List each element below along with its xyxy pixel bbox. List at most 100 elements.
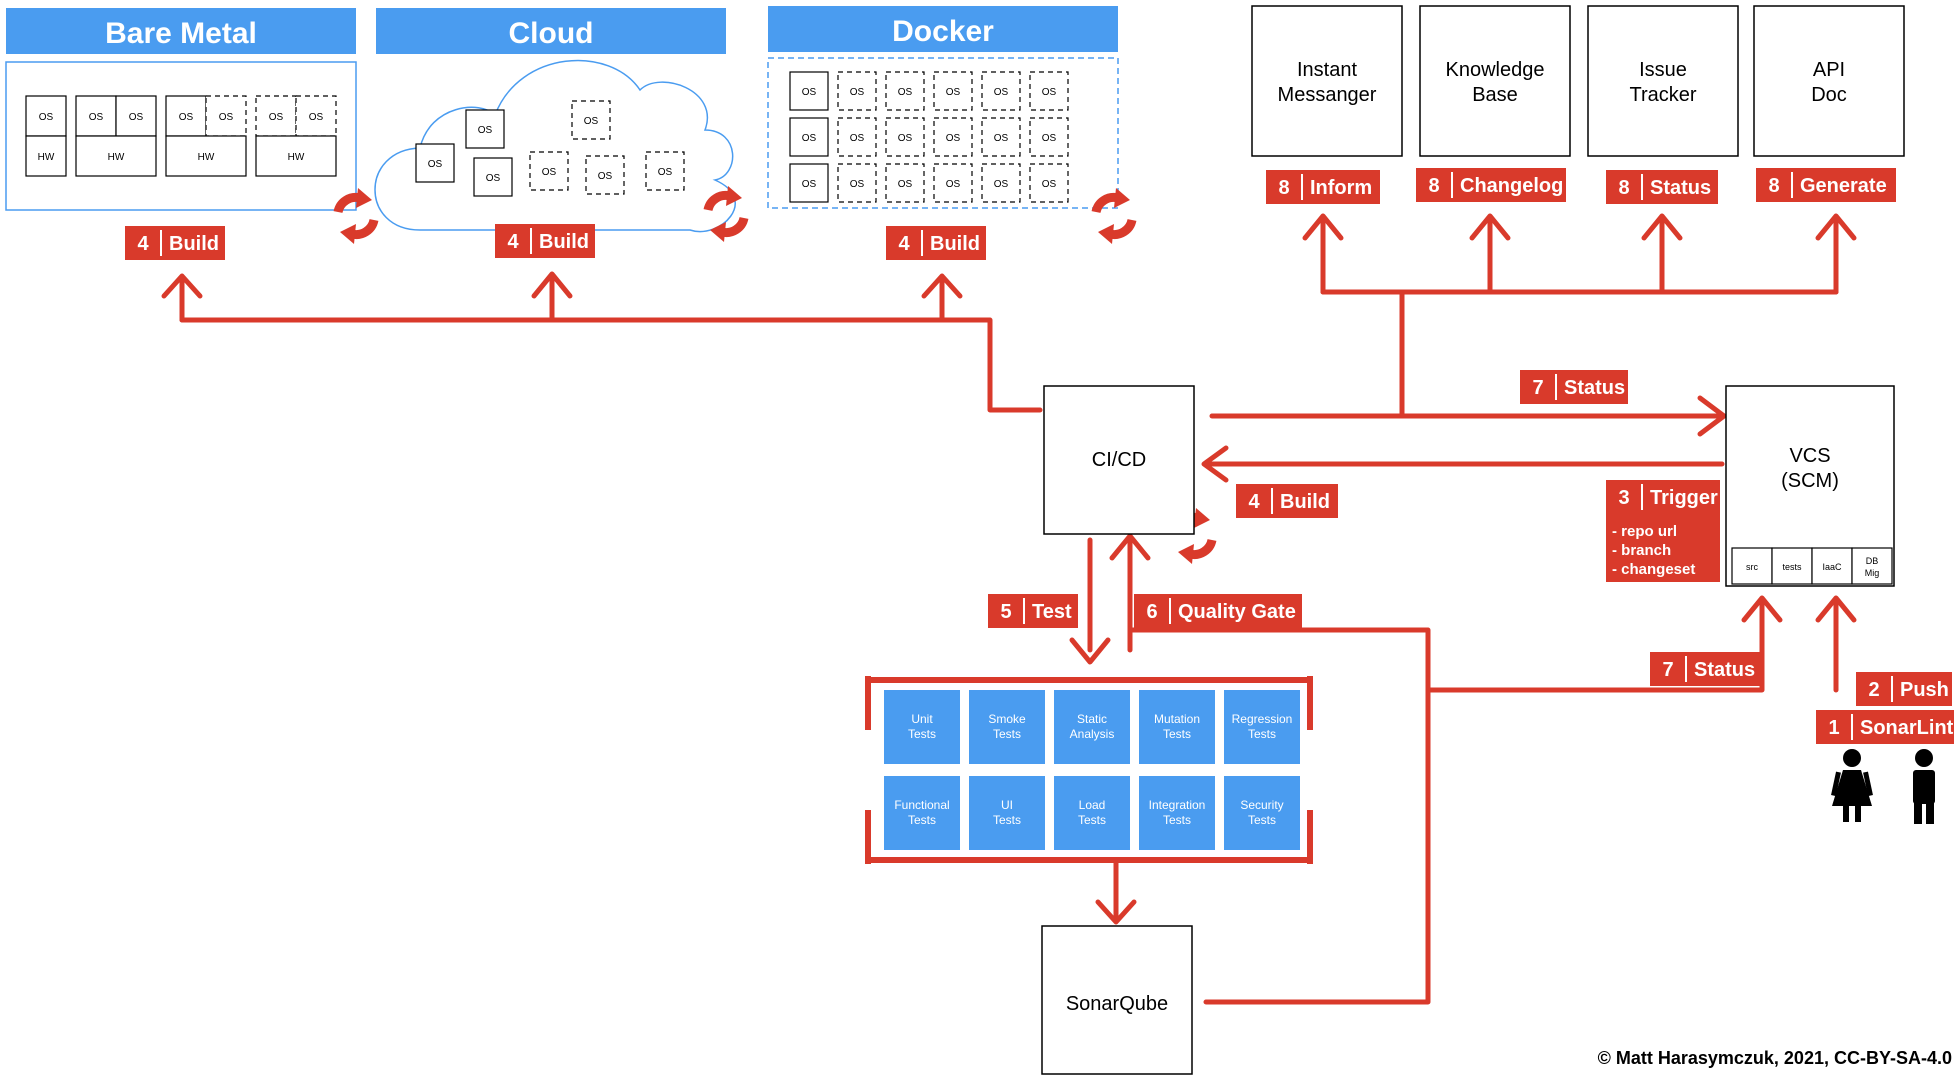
docker-container bbox=[933, 71, 973, 111]
os-label: OS bbox=[179, 112, 194, 123]
arrowhead-build-bare-metal bbox=[161, 273, 203, 299]
docker-title: Docker bbox=[892, 15, 994, 48]
cicd-label: CI/CD bbox=[1092, 449, 1146, 471]
arrowhead-trigger-cicd bbox=[1201, 445, 1229, 483]
os-label: OS bbox=[598, 171, 613, 182]
knowledge-base-label: Base bbox=[1472, 84, 1518, 106]
os-label: OS bbox=[39, 112, 54, 123]
step-label: Status bbox=[1694, 659, 1755, 681]
docker-container bbox=[933, 163, 973, 203]
instant-messenger-label: Messanger bbox=[1278, 84, 1377, 106]
step-label: SonarLint bbox=[1860, 717, 1954, 739]
os-label: OS bbox=[542, 167, 557, 178]
os-label: OS bbox=[898, 87, 913, 98]
person-woman-icon bbox=[1831, 749, 1873, 822]
inform-badge: 8 Inform bbox=[1266, 170, 1380, 204]
os-label: OS bbox=[898, 179, 913, 190]
os-label: OS bbox=[129, 112, 144, 123]
changelog-badge: 8 Changelog bbox=[1416, 168, 1566, 202]
step-number: 4 bbox=[137, 233, 149, 255]
vcs-part-tests: tests bbox=[1782, 562, 1802, 572]
step-number: 4 bbox=[1248, 491, 1260, 513]
issue-tracker-label: Issue bbox=[1639, 59, 1687, 81]
build-badge: 4 Build bbox=[125, 226, 225, 260]
docker-container bbox=[981, 117, 1021, 157]
quality-gate-bus bbox=[1127, 627, 1431, 1005]
os-label: OS bbox=[428, 159, 443, 170]
os-label: OS bbox=[802, 133, 817, 144]
smoke-tests-label: Smoke bbox=[988, 712, 1026, 726]
smoke-tests-label: Tests bbox=[993, 727, 1021, 741]
integration-tests-tile bbox=[1139, 776, 1215, 850]
security-tests-tile bbox=[1224, 776, 1300, 850]
step-number: 8 bbox=[1278, 177, 1289, 199]
mutation-tests-label: Tests bbox=[1163, 727, 1191, 741]
step-label: Generate bbox=[1800, 175, 1887, 197]
step-number: 8 bbox=[1618, 177, 1629, 199]
arrowhead-build-docker bbox=[921, 273, 963, 299]
ui-tests-tile bbox=[969, 776, 1045, 850]
vcs-part-iaac: IaaC bbox=[1822, 562, 1842, 572]
issue-tracker-label: Tracker bbox=[1629, 84, 1696, 106]
os-label: OS bbox=[478, 125, 493, 136]
docker-container bbox=[837, 163, 877, 203]
cloud-shape bbox=[374, 59, 736, 233]
vcs-part-mig: Mig bbox=[1865, 568, 1880, 578]
api-doc-label: Doc bbox=[1811, 84, 1847, 106]
step-label: Build bbox=[539, 231, 589, 253]
vcs-part-db: DB bbox=[1866, 556, 1879, 566]
step-label: Build bbox=[169, 233, 219, 255]
security-tests-label: Security bbox=[1240, 798, 1283, 812]
docker-container bbox=[1029, 71, 1069, 111]
status-line-sonar-vcs bbox=[1425, 599, 1765, 693]
bare-metal-environment: Bare Metal OS HW OS OS HW OS OS HW OS OS bbox=[5, 8, 357, 211]
connectors bbox=[161, 213, 1857, 1005]
arrowhead-status-sonar-vcs bbox=[1741, 595, 1783, 623]
trigger-detail-branch: - branch bbox=[1612, 542, 1671, 559]
load-tests-label: Tests bbox=[1078, 813, 1106, 827]
step-number: 5 bbox=[1000, 601, 1011, 623]
docker-container bbox=[885, 117, 925, 157]
step-label: Status bbox=[1650, 177, 1711, 199]
docker-container bbox=[933, 117, 973, 157]
cicd-box bbox=[1043, 385, 1195, 535]
arrowhead-build-cloud bbox=[531, 271, 573, 299]
static-analysis-label: Static bbox=[1077, 712, 1107, 726]
docker-container bbox=[1029, 163, 1069, 203]
arrowhead-push bbox=[1815, 595, 1857, 623]
regression-tests-tile bbox=[1224, 690, 1300, 764]
os-label: OS bbox=[850, 87, 865, 98]
step-label: Build bbox=[930, 233, 980, 255]
arrowhead-changelog bbox=[1469, 213, 1511, 241]
os-label: OS bbox=[89, 112, 104, 123]
step-label: Quality Gate bbox=[1178, 601, 1296, 623]
instant-messenger-label: Instant bbox=[1297, 59, 1357, 81]
load-tests-label: Load bbox=[1079, 798, 1106, 812]
step-number: 1 bbox=[1828, 717, 1839, 739]
hw-label: HW bbox=[108, 152, 125, 163]
arrowhead-test bbox=[1069, 637, 1111, 665]
docker-container bbox=[981, 71, 1021, 111]
docker-container bbox=[885, 163, 925, 203]
static-analysis-label: Analysis bbox=[1070, 727, 1115, 741]
regression-tests-label: Tests bbox=[1248, 727, 1276, 741]
trigger-details-box bbox=[1606, 514, 1720, 582]
docker-container bbox=[789, 71, 829, 111]
os-label: OS bbox=[898, 133, 913, 144]
unit-tests-tile bbox=[884, 690, 960, 764]
status-badge: 8 Status bbox=[1606, 170, 1718, 204]
vcs-label: VCS bbox=[1789, 445, 1830, 467]
step-label: Inform bbox=[1310, 177, 1372, 199]
integration-tests-label: Tests bbox=[1163, 813, 1191, 827]
os-label: OS bbox=[802, 87, 817, 98]
issue-tracker-box bbox=[1587, 5, 1739, 157]
os-label: OS bbox=[802, 179, 817, 190]
step-label: Changelog bbox=[1460, 175, 1563, 197]
arrowhead-quality-gate bbox=[1109, 533, 1151, 561]
step-number: 8 bbox=[1428, 175, 1439, 197]
